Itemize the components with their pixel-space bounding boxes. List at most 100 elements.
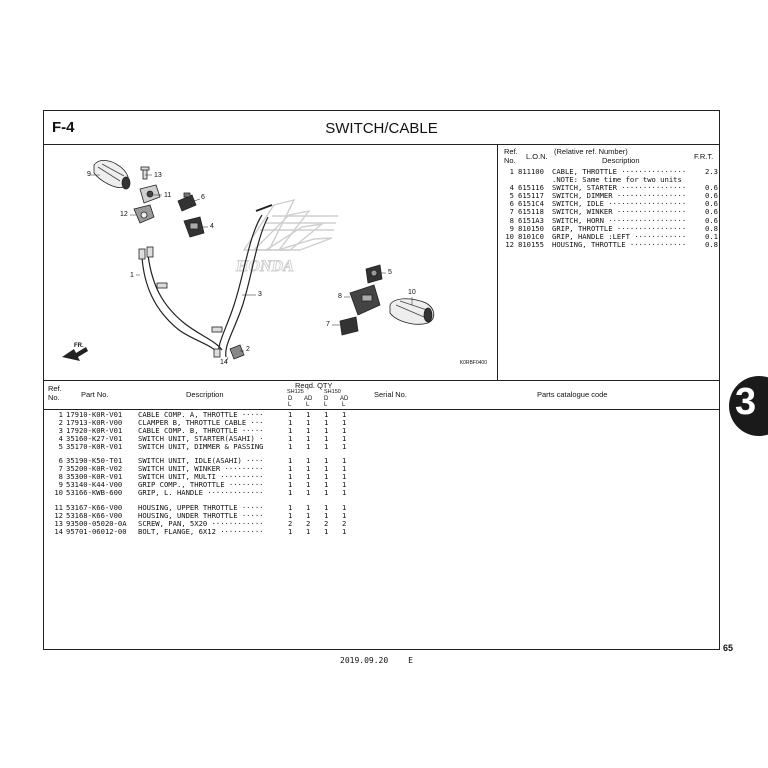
frt-cell-frt: 0.1 [705, 231, 718, 241]
parts-table: Ref. No. Part No. Description Reqd. QTY … [44, 380, 719, 651]
parts-cell-qty: 1 [288, 510, 293, 520]
parts-header-l1: L [288, 402, 292, 408]
frt-cell-desc: .NOTE: Same time for two units [552, 175, 682, 185]
callout-1: 1 [130, 272, 134, 279]
frt-row: .NOTE: Same time for two units [498, 175, 721, 185]
parts-cell-qty: 1 [342, 417, 347, 427]
parts-cell-desc: SWITCH UNIT, IDLE(ASAHI) ···· [138, 456, 264, 466]
parts-cell-qty: 1 [288, 410, 293, 419]
frt-cell-lon: 6151A3 [518, 215, 544, 225]
parts-cell-qty: 1 [288, 472, 293, 482]
callout-5: 5 [388, 269, 392, 276]
frt-cell-lon: 615116 [518, 183, 544, 193]
parts-cell-part: 53166-KWB-600 [66, 488, 123, 498]
parts-cell-qty: 1 [342, 480, 347, 490]
parts-cell-qty: 2 [324, 518, 329, 528]
frt-cell-ref: 12 [505, 239, 514, 249]
parts-cell-ref: 7 [58, 464, 63, 474]
parts-cell-ref: 3 [58, 425, 63, 435]
parts-cell-ref: 5 [58, 441, 63, 451]
parts-cell-qty: 1 [324, 526, 329, 536]
callout-7: 7 [326, 321, 330, 328]
parts-cell-part: 17920-K0R-V01 [66, 425, 123, 435]
frt-cell-desc: SWITCH, HORN ·················· [552, 215, 687, 225]
parts-cell-qty: 1 [288, 480, 293, 490]
parts-cell-desc: GRIP, L. HANDLE ············· [138, 488, 264, 498]
parts-cell-qty: 1 [306, 425, 311, 435]
parts-cell-desc: CABLE COMP. B, THROTTLE ····· [138, 425, 264, 435]
parts-header-l2: L [306, 402, 310, 408]
frt-cell-desc: SWITCH, WINKER ················ [552, 207, 687, 217]
parts-cell-desc: HOUSING, UPPER THROTTLE ····· [138, 502, 264, 512]
parts-cell-qty: 1 [324, 464, 329, 474]
honda-watermark-text: HONDA [235, 258, 294, 275]
parts-cell-qty: 1 [288, 464, 293, 474]
page-header: F-4 SWITCH/CABLE [44, 111, 719, 145]
parts-cell-desc: SCREW, PAN, 5X20 ············ [138, 518, 264, 528]
parts-cell-qty: 1 [324, 433, 329, 443]
parts-cell-qty: 1 [306, 417, 311, 427]
parts-cell-qty: 1 [324, 488, 329, 498]
exploded-diagram: HONDA [44, 145, 498, 380]
parts-cell-qty: 1 [306, 433, 311, 443]
frt-cell-lon: 811100 [518, 167, 544, 176]
parts-cell-qty: 1 [324, 472, 329, 482]
diagram-drawing: HONDA [62, 160, 435, 364]
parts-cell-qty: 1 [306, 526, 311, 536]
parts-cell-qty: 1 [324, 510, 329, 520]
print-date: 2019.09.20 [340, 656, 389, 665]
frt-cell-ref: 6 [509, 199, 514, 209]
parts-cell-ref: 11 [54, 502, 63, 512]
parts-cell-qty: 1 [342, 425, 347, 435]
parts-cell-qty: 1 [288, 502, 293, 512]
parts-cell-desc: CLAMPER B, THROTTLE CABLE ··· [138, 417, 264, 427]
parts-cell-qty: 1 [288, 456, 293, 466]
parts-cell-qty: 1 [342, 526, 347, 536]
parts-cell-qty: 1 [342, 441, 347, 451]
page-number: 65 [723, 643, 734, 653]
parts-cell-qty: 1 [342, 456, 347, 466]
parts-cell-qty: 1 [306, 410, 311, 419]
parts-cell-qty: 1 [324, 417, 329, 427]
parts-cell-qty: 1 [288, 417, 293, 427]
parts-cell-ref: 4 [58, 433, 63, 443]
figure-code: K0RBF0400 [459, 360, 487, 366]
parts-cell-desc: BOLT, FLANGE, 6X12 ·········· [138, 526, 264, 536]
frt-cell-desc: SWITCH, STARTER ··············· [552, 183, 687, 193]
frt-cell-frt: 0.8 [705, 223, 718, 233]
frt-cell-ref: 10 [505, 231, 514, 241]
callout-13: 13 [154, 172, 162, 179]
section-tab: 3 [729, 376, 768, 436]
parts-cell-part: 17913-K0R-V00 [66, 417, 123, 427]
parts-header-l4: L [342, 402, 346, 408]
frt-cell-ref: 4 [509, 183, 514, 193]
callout-3: 3 [258, 291, 262, 298]
frt-cell-desc: GRIP, THROTTLE ················ [552, 223, 687, 233]
parts-cell-qty: 1 [324, 480, 329, 490]
parts-header-l3: L [324, 402, 328, 408]
parts-cell-part: 17910-K0R-V01 [66, 410, 123, 419]
frt-cell-lon: 810155 [518, 239, 544, 249]
parts-header-sub-ad2: AD [340, 396, 349, 402]
parts-cell-qty: 1 [342, 502, 347, 512]
parts-cell-qty: 2 [342, 518, 347, 528]
parts-cell-part: 35160-K27-V01 [66, 433, 123, 443]
frt-cell-desc: CABLE, THROTTLE ··············· [552, 167, 687, 176]
callout-2: 2 [246, 346, 250, 353]
parts-cell-part: 35190-K50-T01 [66, 456, 123, 466]
parts-cell-qty: 1 [306, 488, 311, 498]
parts-header-part-no: Part No. [81, 390, 109, 399]
parts-cell-qty: 2 [306, 518, 311, 528]
